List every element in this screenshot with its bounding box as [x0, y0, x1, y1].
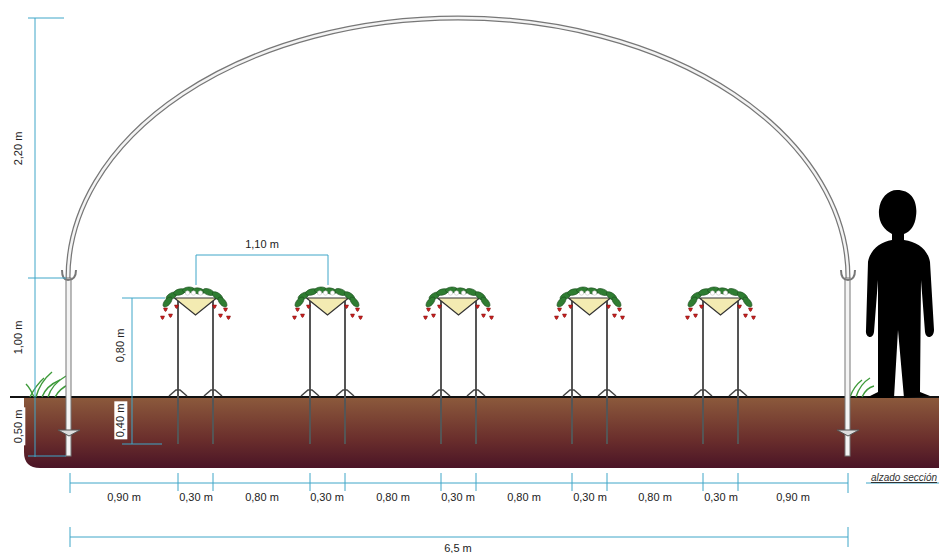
planter	[161, 286, 231, 444]
dimension-label: 0,50 m	[12, 407, 25, 445]
dimension-lines	[28, 18, 848, 537]
planter	[293, 286, 363, 444]
dimension-label: 2,20 m	[12, 129, 25, 167]
dimension-label: 0,80 m	[374, 491, 412, 504]
planter	[555, 286, 625, 444]
dimension-label: 0,30 m	[308, 491, 346, 504]
greenhouse-arch	[68, 18, 848, 278]
dimension-label: 0,90 m	[105, 491, 143, 504]
arch-posts	[58, 270, 859, 456]
dimension-label: 1,10 m	[243, 238, 281, 251]
dimension-label: 0,80 m	[243, 491, 281, 504]
dimension-label: 0,30 m	[571, 491, 609, 504]
dimension-label: 0,30 m	[177, 491, 215, 504]
planter	[686, 286, 756, 444]
soil	[24, 397, 939, 468]
dimension-label: 0,80 m	[505, 491, 543, 504]
dimension-label: 0,40 m	[114, 401, 127, 439]
ground-line	[10, 396, 939, 398]
dimension-label: 0,80 m	[114, 326, 127, 364]
greenhouse-arch-highlight	[68, 18, 848, 278]
dimension-label: 0,30 m	[439, 491, 477, 504]
dimension-label: 1,00 m	[12, 318, 25, 356]
drawing-note: alzado sección	[869, 471, 939, 484]
planters	[161, 286, 756, 444]
dimension-label: 0,30 m	[702, 491, 740, 504]
note-rule	[866, 483, 939, 484]
planter	[424, 286, 494, 444]
person-silhouette	[866, 190, 934, 398]
grass	[26, 372, 874, 397]
dimension-label: 0,90 m	[774, 491, 812, 504]
dimension-ticks	[70, 473, 848, 547]
dimension-label: 6,5 m	[442, 542, 474, 553]
dimension-label: 0,80 m	[636, 491, 674, 504]
